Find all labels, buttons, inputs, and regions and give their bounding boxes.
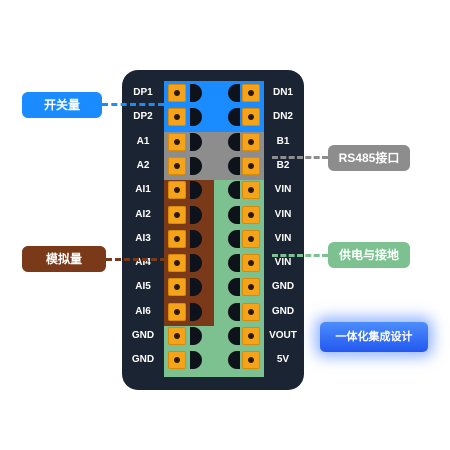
terminal-lever-right[interactable]: [228, 132, 240, 151]
terminal-screw-right[interactable]: [242, 278, 260, 297]
rs485-connector-line: [272, 156, 328, 159]
terminal-lever-left[interactable]: [190, 351, 202, 370]
terminal-screw-left[interactable]: [168, 229, 186, 248]
terminal-label-right: GND: [271, 305, 295, 317]
terminal-screw-right[interactable]: [242, 302, 260, 321]
terminal-label-right: 5V: [276, 354, 290, 366]
terminal-screw-left[interactable]: [168, 132, 186, 151]
terminal-label-right: VIN: [274, 232, 292, 244]
terminal-lever-right[interactable]: [228, 327, 240, 345]
terminal-lever-right[interactable]: [228, 278, 240, 297]
terminal-screw-left[interactable]: [168, 108, 186, 127]
terminal-label-left: AI2: [135, 208, 151, 220]
terminal-screw-left[interactable]: [168, 254, 186, 273]
terminal-screw-right[interactable]: [242, 327, 260, 345]
terminal-label-left: DP1: [133, 87, 153, 98]
terminal-screw-right[interactable]: [242, 84, 260, 102]
power-connector-line: [272, 254, 328, 257]
terminal-label-right: B1: [276, 135, 290, 147]
terminal-label-right: B2: [276, 159, 290, 171]
terminal-label-right: VIN: [274, 257, 292, 269]
terminal-screw-right[interactable]: [242, 351, 260, 370]
terminal-label-right: VOUT: [269, 330, 297, 341]
terminal-label-left: A2: [136, 159, 150, 171]
analog-callout: 模拟量: [22, 246, 106, 272]
switch-connector-line: [102, 103, 164, 106]
terminal-lever-left[interactable]: [190, 229, 202, 248]
terminal-screw-left[interactable]: [168, 205, 186, 224]
terminal-label-left: AI6: [135, 305, 151, 317]
terminal-label-left: A1: [136, 135, 150, 147]
terminal-screw-right[interactable]: [242, 229, 260, 248]
terminal-lever-right[interactable]: [228, 351, 240, 370]
terminal-label-right: VIN: [274, 184, 292, 196]
terminal-screw-left[interactable]: [168, 156, 186, 175]
terminal-label-left: GND: [131, 330, 155, 341]
terminal-screw-left[interactable]: [168, 327, 186, 345]
terminal-label-right: GND: [271, 281, 295, 293]
terminal-screw-right[interactable]: [242, 132, 260, 151]
terminal-screw-left[interactable]: [168, 351, 186, 370]
terminal-screw-right[interactable]: [242, 156, 260, 175]
terminal-label-left: DP2: [133, 111, 153, 123]
terminal-screw-left[interactable]: [168, 278, 186, 297]
terminal-lever-right[interactable]: [228, 302, 240, 321]
terminal-label-left: AI4: [135, 257, 151, 269]
terminal-lever-left[interactable]: [190, 132, 202, 151]
terminal-lever-left[interactable]: [190, 205, 202, 224]
terminal-lever-left[interactable]: [190, 181, 202, 200]
analog-connector-line: [106, 258, 166, 261]
terminal-lever-left[interactable]: [190, 254, 202, 273]
terminal-label-left: AI3: [135, 232, 151, 244]
terminal-lever-left[interactable]: [190, 84, 202, 102]
terminal-lever-right[interactable]: [228, 229, 240, 248]
terminal-lever-right[interactable]: [228, 181, 240, 200]
terminal-label-right: DN1: [272, 87, 293, 98]
terminal-lever-right[interactable]: [228, 205, 240, 224]
terminal-lever-left[interactable]: [190, 327, 202, 345]
terminal-lever-left[interactable]: [190, 156, 202, 175]
terminal-label-right: VIN: [274, 208, 292, 220]
terminal-lever-right[interactable]: [228, 108, 240, 127]
terminal-lever-left[interactable]: [190, 278, 202, 297]
terminal-label-left: AI1: [135, 184, 151, 196]
integrated-design-badge: 一体化集成设计: [320, 322, 428, 352]
terminal-screw-right[interactable]: [242, 254, 260, 273]
terminal-screw-left[interactable]: [168, 302, 186, 321]
terminal-label-left: GND: [131, 354, 155, 366]
terminal-lever-left[interactable]: [190, 108, 202, 127]
terminal-screw-right[interactable]: [242, 181, 260, 200]
terminal-screw-left[interactable]: [168, 84, 186, 102]
terminal-lever-right[interactable]: [228, 254, 240, 273]
terminal-screw-right[interactable]: [242, 205, 260, 224]
analog-band: [164, 180, 214, 326]
terminal-label-right: DN2: [272, 111, 293, 123]
terminal-label-left: AI5: [135, 281, 151, 293]
terminal-lever-left[interactable]: [190, 302, 202, 321]
terminal-lever-right[interactable]: [228, 84, 240, 102]
rs485-callout: RS485接口: [328, 145, 410, 171]
power-callout: 供电与接地: [328, 242, 410, 268]
switch-callout: 开关量: [22, 92, 102, 118]
terminal-screw-right[interactable]: [242, 108, 260, 127]
terminal-lever-right[interactable]: [228, 156, 240, 175]
terminal-screw-left[interactable]: [168, 181, 186, 200]
